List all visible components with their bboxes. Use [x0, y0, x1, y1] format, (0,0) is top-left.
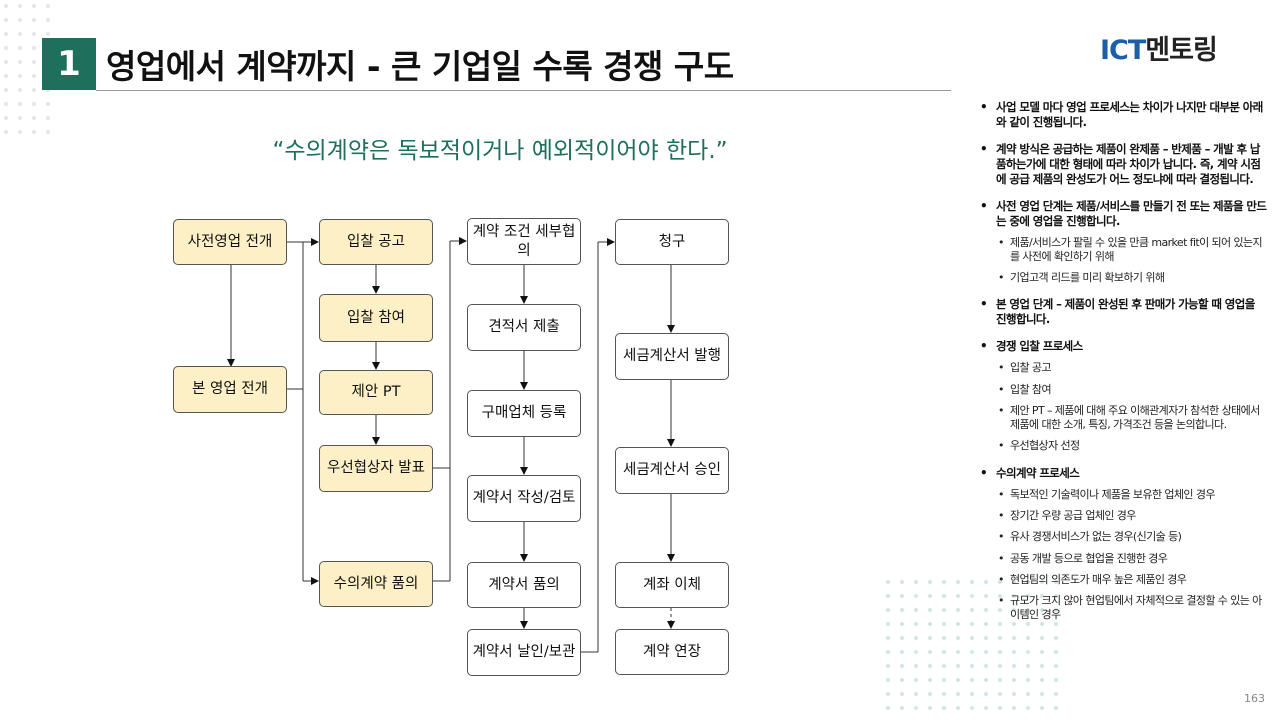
- brand-logo: ICT멘토링: [1100, 28, 1218, 67]
- note-text: 계약 방식은 공급하는 제품이 완제품 – 반제품 – 개발 후 납품하는가에 …: [996, 141, 1261, 186]
- note-item: 사업 모델 마다 영업 프로세스는 차이가 나지만 대부분 아래와 같이 진행됩…: [962, 100, 1267, 130]
- box-tax-invoice-approval: 세금계산서 승인: [615, 447, 729, 494]
- box-pre-sales: 사전영업 전개: [173, 219, 287, 265]
- notes-list: 사업 모델 마다 영업 프로세스는 차이가 나지만 대부분 아래와 같이 진행됩…: [962, 100, 1267, 623]
- note-sub-list: 제품/서비스가 팔릴 수 있을 만큼 market fit이 되어 있는지를 사…: [996, 236, 1267, 286]
- box-tax-invoice-issue: 세금계산서 발행: [615, 333, 729, 380]
- notes-panel: 사업 모델 마다 영업 프로세스는 차이가 나지만 대부분 아래와 같이 진행됩…: [962, 100, 1267, 685]
- note-sub-item: 제품/서비스가 팔릴 수 있을 만큼 market fit이 되어 있는지를 사…: [996, 236, 1267, 265]
- note-sub-item: 우선협상자 선정: [996, 439, 1267, 454]
- title-divider: [96, 90, 951, 91]
- page-number: 163: [1244, 692, 1265, 705]
- note-text: 사전 영업 단계는 제품/서비스를 만들기 전 또는 제품을 만드는 중에 영업…: [996, 198, 1267, 228]
- box-estimate: 견적서 제출: [467, 304, 581, 351]
- note-sub-item: 제안 PT – 제품에 대해 주요 이해관계자가 참석한 상태에서 제품에 대한…: [996, 404, 1267, 433]
- box-contract-approval: 계약서 품의: [467, 562, 581, 608]
- note-sub-item: 공동 개발 등으로 협업을 진행한 경우: [996, 552, 1267, 567]
- box-proposal-pt: 제안 PT: [319, 370, 433, 415]
- note-text: 사업 모델 마다 영업 프로세스는 차이가 나지만 대부분 아래와 같이 진행됩…: [996, 100, 1263, 129]
- section-number-badge: 1: [42, 38, 96, 90]
- note-item: 수의계약 프로세스독보적인 기술력이나 제품을 보유한 업체인 경우장기간 우량…: [962, 466, 1267, 623]
- box-main-sales: 본 영업 전개: [173, 366, 287, 413]
- box-private-contract: 수의계약 품의: [319, 561, 433, 607]
- note-sub-item: 독보적인 기술력이나 제품을 보유한 업체인 경우: [996, 488, 1267, 503]
- note-sub-item: 규모가 크지 않아 현업팀에서 자체적으로 결정할 수 있는 아이템인 경우: [996, 594, 1267, 623]
- box-bid-participation: 입찰 참여: [319, 294, 433, 342]
- note-text: 경쟁 입찰 프로세스: [996, 339, 1083, 354]
- box-contract-sealing: 계약서 날인/보관: [467, 629, 581, 676]
- note-item: 본 영업 단계 – 제품이 완성된 후 판매가 가능할 때 영업을 진행합니다.: [962, 297, 1267, 327]
- page-title: 영업에서 계약까지 - 큰 기업일 수록 경쟁 구도: [106, 47, 734, 86]
- box-bid-notice: 입찰 공고: [319, 219, 433, 265]
- note-sub-item: 현업팀의 의존도가 매우 높은 제품인 경우: [996, 573, 1267, 588]
- logo-ict: ICT: [1100, 35, 1146, 66]
- note-sub-item: 유사 경쟁서비스가 없는 경우(신기술 등): [996, 530, 1267, 545]
- note-item: 계약 방식은 공급하는 제품이 완제품 – 반제품 – 개발 후 납품하는가에 …: [962, 142, 1267, 187]
- box-transfer: 계좌 이체: [615, 562, 729, 608]
- note-sub-item: 입찰 참여: [996, 383, 1267, 398]
- box-contract-drafting: 계약서 작성/검토: [467, 475, 581, 522]
- box-extension: 계약 연장: [615, 629, 729, 675]
- quote-text: “수의계약은 독보적이거나 예외적이어야 한다.”: [272, 138, 728, 164]
- note-sub-item: 기업고객 리드를 미리 확보하기 위해: [996, 271, 1267, 286]
- note-sub-item: 입찰 공고: [996, 361, 1267, 376]
- box-vendor-registration: 구매업체 등록: [467, 390, 581, 437]
- note-sub-list: 독보적인 기술력이나 제품을 보유한 업체인 경우장기간 우량 공급 업체인 경…: [996, 488, 1267, 623]
- box-billing: 청구: [615, 219, 729, 265]
- note-sub-item: 장기간 우량 공급 업체인 경우: [996, 509, 1267, 524]
- box-preferred-bidder: 우선협상자 발표: [319, 445, 433, 492]
- box-contract-terms: 계약 조건 세부협의: [467, 218, 581, 265]
- note-item: 사전 영업 단계는 제품/서비스를 만들기 전 또는 제품을 만드는 중에 영업…: [962, 199, 1267, 286]
- note-text: 수의계약 프로세스: [996, 465, 1080, 480]
- logo-mentoring: 멘토링: [1145, 35, 1218, 66]
- note-text: 본 영업 단계 – 제품이 완성된 후 판매가 가능할 때 영업을 진행합니다.: [996, 297, 1255, 327]
